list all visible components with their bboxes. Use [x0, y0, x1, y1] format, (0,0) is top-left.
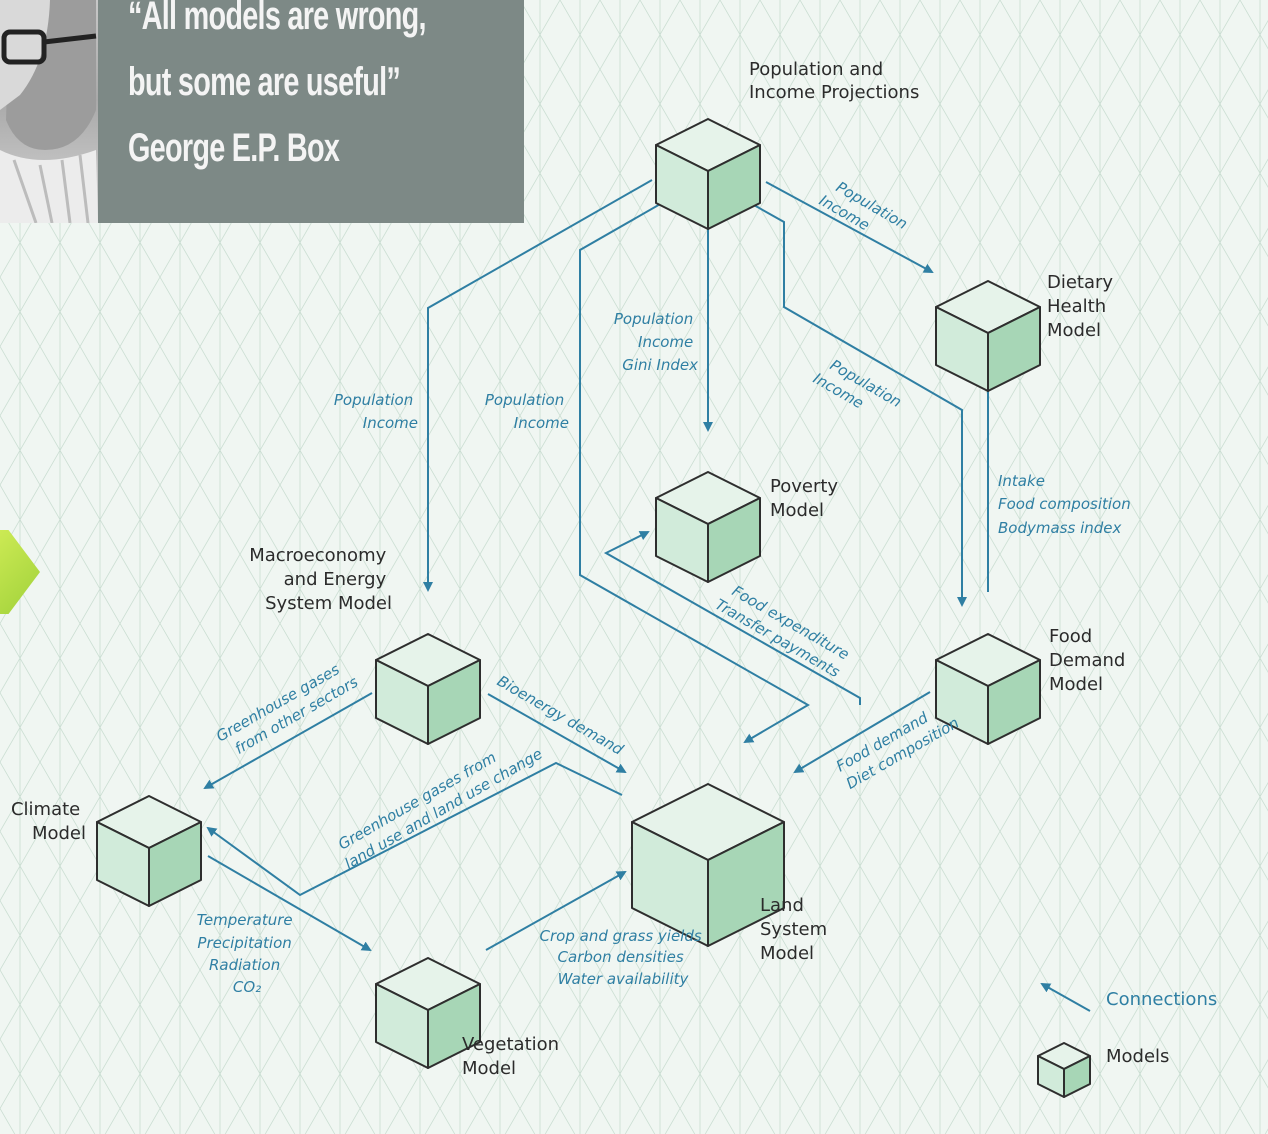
cube-poverty-right — [707, 497, 761, 583]
model-label-land: Land System Model — [760, 895, 833, 964]
arrow-land-to-climate — [206, 761, 623, 897]
legend-connections-label: Connections — [1106, 989, 1217, 1010]
cube-population — [655, 118, 761, 230]
model-cubes-layer — [96, 118, 1091, 1098]
model-label-population: Population and Income Projections — [749, 59, 919, 103]
model-label-food-demand: Food Demand Model — [1049, 626, 1131, 695]
cube-dietary — [935, 280, 1041, 392]
connection-label-pop-poverty: Population Income Gini Index — [614, 310, 698, 374]
cube-land — [631, 783, 785, 947]
portrait-photo — [0, 0, 98, 223]
cube-macro-right — [427, 659, 481, 745]
arrow-pop-to-land — [579, 194, 810, 744]
arrow-vegetation-to-land — [485, 871, 627, 951]
arrow-macro-to-land — [487, 693, 627, 773]
connection-label-climate-veg: Temperature Precipitation Radiation CO₂ — [197, 911, 298, 996]
cube-food-demand — [935, 633, 1041, 745]
connection-label-food-dietary: Intake Food composition Bodymass index — [998, 472, 1136, 537]
cube-legend-models-right — [1063, 1055, 1091, 1098]
cube-climate-right — [148, 821, 202, 907]
legend-connection-arrow — [1040, 983, 1091, 1012]
connection-label-pop-macro: Population Income — [334, 391, 418, 432]
legend-models-label: Models — [1106, 1046, 1169, 1067]
cube-dietary-right — [987, 306, 1041, 392]
connection-label-pop-land: Population Income — [485, 391, 569, 432]
cube-legend-models — [1037, 1042, 1091, 1098]
cube-vegetation — [375, 957, 481, 1069]
arrow-climate-to-vegetation — [207, 855, 372, 952]
arrow-land-to-poverty — [603, 531, 861, 705]
model-label-climate: Climate Model — [11, 799, 86, 844]
quote-line-2: but some are useful” — [128, 60, 401, 104]
model-label-macro: Macroeconomy and Energy System Model — [249, 545, 392, 614]
portrait-figure — [0, 0, 98, 223]
connections-layer — [203, 179, 1091, 1012]
cube-food-demand-right — [987, 659, 1041, 745]
quote-panel: “All models are wrong, but some are usef… — [0, 0, 524, 223]
arrow-pop-to-food-demand — [744, 199, 967, 607]
model-label-poverty: Poverty Model — [770, 476, 844, 521]
connection-label-veg-land: Crop and grass yields Carbon densities W… — [540, 927, 707, 988]
cube-vegetation-right — [427, 983, 481, 1069]
arrow-pop-to-dietary — [765, 181, 934, 273]
model-label-vegetation: Vegetation Model — [462, 1034, 565, 1079]
cube-land-right — [707, 821, 785, 947]
cube-macro — [375, 633, 481, 745]
model-label-dietary: Dietary Health Model — [1047, 272, 1119, 341]
quote-line-1: “All models are wrong, — [128, 0, 427, 38]
cube-population-right — [707, 144, 761, 230]
arrow-pop-to-macro — [423, 179, 653, 592]
cube-climate — [96, 795, 202, 907]
arrow-macro-to-climate — [203, 692, 373, 789]
quote-author: George E.P. Box — [128, 126, 340, 170]
cube-poverty — [655, 471, 761, 583]
arrow-food-to-land — [793, 691, 931, 774]
